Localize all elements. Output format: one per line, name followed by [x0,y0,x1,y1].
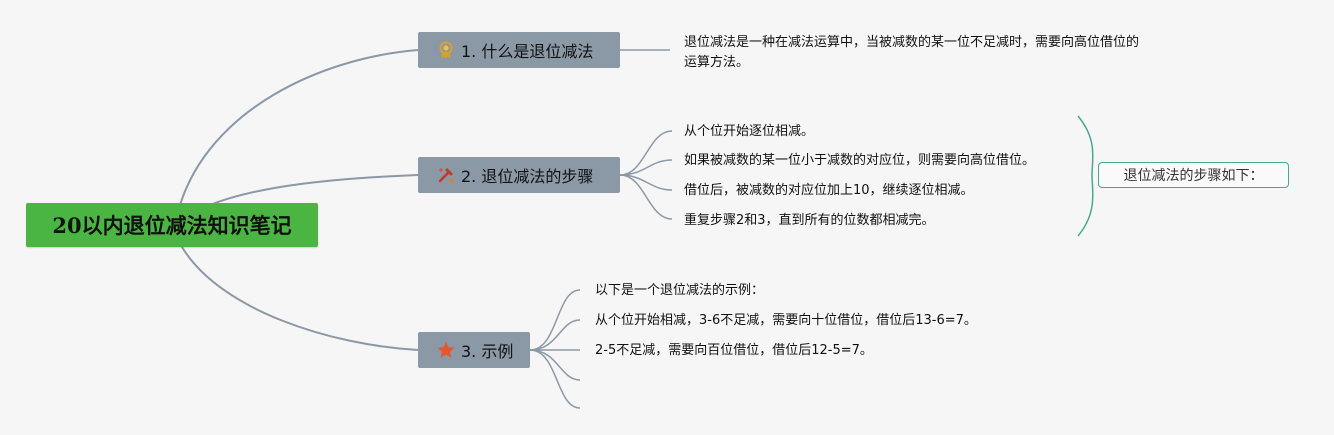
star-icon [436,340,456,360]
tools-icon [436,165,456,185]
topic-label: 1. 什么是退位减法 [461,42,594,61]
step-item: 重复步骤2和3，直到所有的位数都相减完。 [684,213,935,228]
connector-topic3-ex5 [529,349,581,409]
summary-node[interactable]: 退位减法的步骤如下： [1098,162,1289,188]
connector-root-topic2 [209,174,419,206]
award-medal-icon [436,40,456,60]
connector-topic3-ex1 [529,289,581,351]
connector-root-topic3 [181,246,419,351]
root-node[interactable]: 20以内退位减法知识笔记 [26,203,318,247]
detail-line: 运算方法。 [684,55,750,70]
summary-bracket [1077,115,1094,237]
topic-steps[interactable]: 2. 退位减法的步骤 [418,157,620,193]
topic-example[interactable]: 3. 示例 [418,332,530,368]
connector-topic3-ex2 [529,319,581,351]
example-item: 以下是一个退位减法的示例： [595,283,765,298]
topic-label: 2. 退位减法的步骤 [461,167,594,186]
example-item: 从个位开始相减，3-6不足减，需要向十位借位，借位后13-6=7。 [595,313,977,328]
summary-label: 退位减法的步骤如下： [1123,168,1264,184]
example-item: 2-5不足减，需要向百位借位，借位后12-5=7。 [595,343,873,358]
step-item: 借位后，被减数的对应位加上10，继续逐位相减。 [684,183,974,198]
connector-root-topic1 [179,49,419,206]
topic-what-is[interactable]: 1. 什么是退位减法 [418,32,620,68]
topic-label: 3. 示例 [461,342,514,361]
connector-topic2-step4 [619,174,673,220]
root-title: 20以内退位减法知识笔记 [52,213,292,238]
connector-topic2-step1 [619,130,673,176]
step-item: 如果被减数的某一位小于减数的对应位，则需要向高位借位。 [684,153,1036,168]
detail-line: 退位减法是一种在减法运算中，当被减数的某一位不足减时，需要向高位借位的 [684,35,1140,50]
step-item: 从个位开始逐位相减。 [684,124,815,139]
